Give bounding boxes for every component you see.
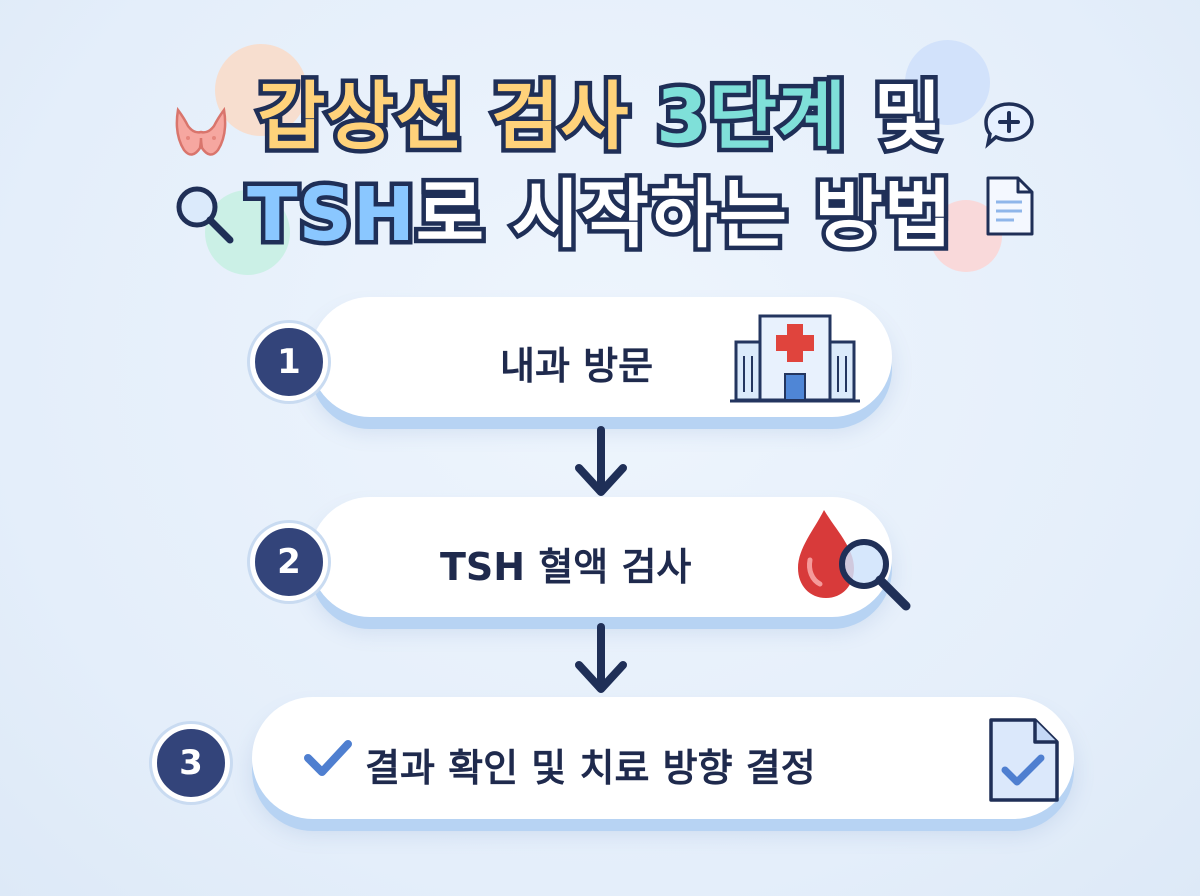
hospital-icon — [730, 314, 860, 403]
magnifier-icon — [176, 186, 234, 244]
title-segment: 로 시작하는 방법 — [411, 168, 956, 263]
flow-arrow-1 — [575, 426, 627, 496]
decor-blob-peach — [215, 44, 307, 136]
step-2-label: TSH 혈액 검사 — [440, 545, 692, 589]
title-line-1: 갑상선 검사 3단계 및 — [0, 70, 1200, 165]
step-2-card — [310, 497, 892, 617]
title-segment: 및 — [846, 70, 946, 165]
title-segment: 갑상선 검사 — [253, 70, 657, 165]
blood-drop-magnifier-icon — [798, 510, 911, 611]
flow-arrow-2 — [575, 623, 627, 693]
document-icon — [986, 176, 1034, 236]
chat-plus-icon — [984, 102, 1034, 149]
title-segment-highlight: TSH — [243, 168, 420, 263]
thyroid-icon — [175, 106, 227, 156]
step-2-number-badge: 2 — [250, 523, 328, 601]
check-icon — [304, 740, 352, 776]
step-3-card — [252, 697, 1074, 819]
title-line-2: TSH로 시작하는 방법 — [0, 168, 1200, 263]
title-segment-highlight: 3단계 — [652, 70, 851, 165]
step-1-label: 내과 방문 — [500, 344, 654, 388]
step-3-label: 결과 확인 및 치료 방향 결정 — [365, 746, 816, 790]
step-3-number-badge: 3 — [152, 724, 230, 802]
document-check-icon — [989, 718, 1059, 802]
decor-blob-blue — [905, 40, 990, 125]
step-1-number-badge: 1 — [250, 323, 328, 401]
